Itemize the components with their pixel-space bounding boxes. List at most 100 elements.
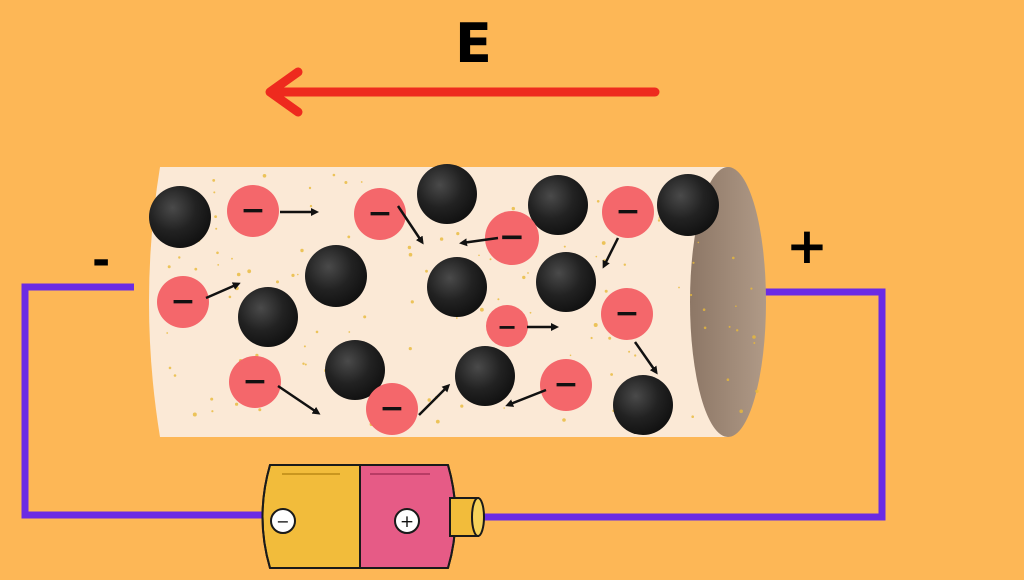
speckle xyxy=(755,389,759,393)
speckle xyxy=(235,286,239,291)
speckle xyxy=(363,315,367,319)
circuit-wire xyxy=(21,283,886,521)
electron-motion-arrow xyxy=(602,237,620,269)
speckle xyxy=(215,227,218,230)
battery-negative-symbol: − xyxy=(276,512,289,531)
speckle xyxy=(211,410,214,413)
speckle xyxy=(735,305,737,308)
battery-negative-symbol-badge: − xyxy=(270,508,296,534)
electron: − xyxy=(485,211,539,265)
atom xyxy=(528,175,588,235)
speckle xyxy=(595,255,598,258)
speckle xyxy=(529,311,532,314)
speckle xyxy=(608,336,612,340)
atom xyxy=(305,245,367,307)
speckle xyxy=(753,342,756,344)
electron-motion-arrow xyxy=(418,383,451,416)
speckle xyxy=(427,398,431,402)
speckle xyxy=(236,272,241,277)
speckle xyxy=(297,273,299,276)
speckle xyxy=(657,219,661,222)
atom xyxy=(613,375,673,435)
speckle xyxy=(562,418,566,422)
speckle xyxy=(408,252,413,257)
speckle xyxy=(736,329,739,332)
conductor-end-face xyxy=(690,167,766,437)
speckle xyxy=(347,235,351,239)
electron: − xyxy=(229,356,281,408)
speckle xyxy=(217,264,220,266)
speckle xyxy=(276,280,279,284)
speckle xyxy=(497,298,500,301)
speckle xyxy=(231,257,233,260)
speckle xyxy=(258,408,262,412)
electric-field-label: E xyxy=(455,12,492,75)
negative-terminal-label: - xyxy=(92,235,111,286)
speckle xyxy=(596,200,600,203)
speckle xyxy=(604,289,608,293)
speckle xyxy=(235,402,239,406)
speckle xyxy=(309,204,313,208)
electron-charge-symbol: − xyxy=(170,284,195,319)
speckle xyxy=(678,286,680,289)
electron-motion-arrow xyxy=(505,388,547,407)
electron-motion-arrow xyxy=(205,282,241,300)
speckle xyxy=(192,412,197,417)
speckle xyxy=(167,265,171,269)
speckle xyxy=(478,254,480,257)
electron: − xyxy=(366,383,418,435)
speckle xyxy=(697,241,700,244)
atom xyxy=(238,287,298,347)
speckle xyxy=(511,206,515,211)
speckle xyxy=(308,186,312,190)
speckle xyxy=(593,323,598,327)
atom xyxy=(325,340,385,400)
speckle xyxy=(703,326,707,330)
speckle xyxy=(344,181,348,184)
electron: − xyxy=(601,288,653,340)
speckle xyxy=(522,275,526,280)
electron: − xyxy=(157,276,209,328)
speckle xyxy=(563,245,566,248)
atom xyxy=(536,252,596,312)
speckle xyxy=(590,336,593,340)
atom xyxy=(417,164,477,224)
speckle xyxy=(628,350,631,353)
speckle xyxy=(304,363,307,366)
speckle xyxy=(173,374,177,377)
speckle xyxy=(752,335,756,339)
electron-motion-arrow xyxy=(396,205,424,245)
speckle xyxy=(247,269,252,274)
speckle xyxy=(168,366,172,370)
speckle xyxy=(228,295,232,299)
speckle xyxy=(503,407,506,409)
particles-layer: −−−−−−−−−− xyxy=(149,164,719,435)
atom xyxy=(427,257,487,317)
speckle xyxy=(691,415,694,419)
atom xyxy=(149,186,211,248)
speckle xyxy=(690,293,693,297)
electron-charge-symbol: − xyxy=(499,219,525,255)
speckle xyxy=(702,308,706,312)
electron-charge-symbol: − xyxy=(553,367,578,402)
electron-charge-symbol: − xyxy=(614,296,639,331)
electron-charge-symbol: − xyxy=(497,313,517,341)
electron-motion-arrow xyxy=(459,236,499,247)
speckle xyxy=(166,332,169,334)
battery-terminal-nub xyxy=(449,497,485,537)
speckle xyxy=(360,181,363,183)
speckle xyxy=(262,174,267,178)
speckle xyxy=(480,307,484,312)
electric-field-arrow xyxy=(265,67,660,117)
speckle xyxy=(435,419,440,424)
electron: − xyxy=(227,185,279,237)
speckle xyxy=(634,354,637,357)
speckle xyxy=(425,269,428,273)
speckle xyxy=(460,404,464,408)
speckle xyxy=(732,256,735,260)
speckle xyxy=(658,217,660,219)
speckle xyxy=(623,263,626,266)
speckle xyxy=(178,256,181,259)
speckle xyxy=(455,317,458,319)
